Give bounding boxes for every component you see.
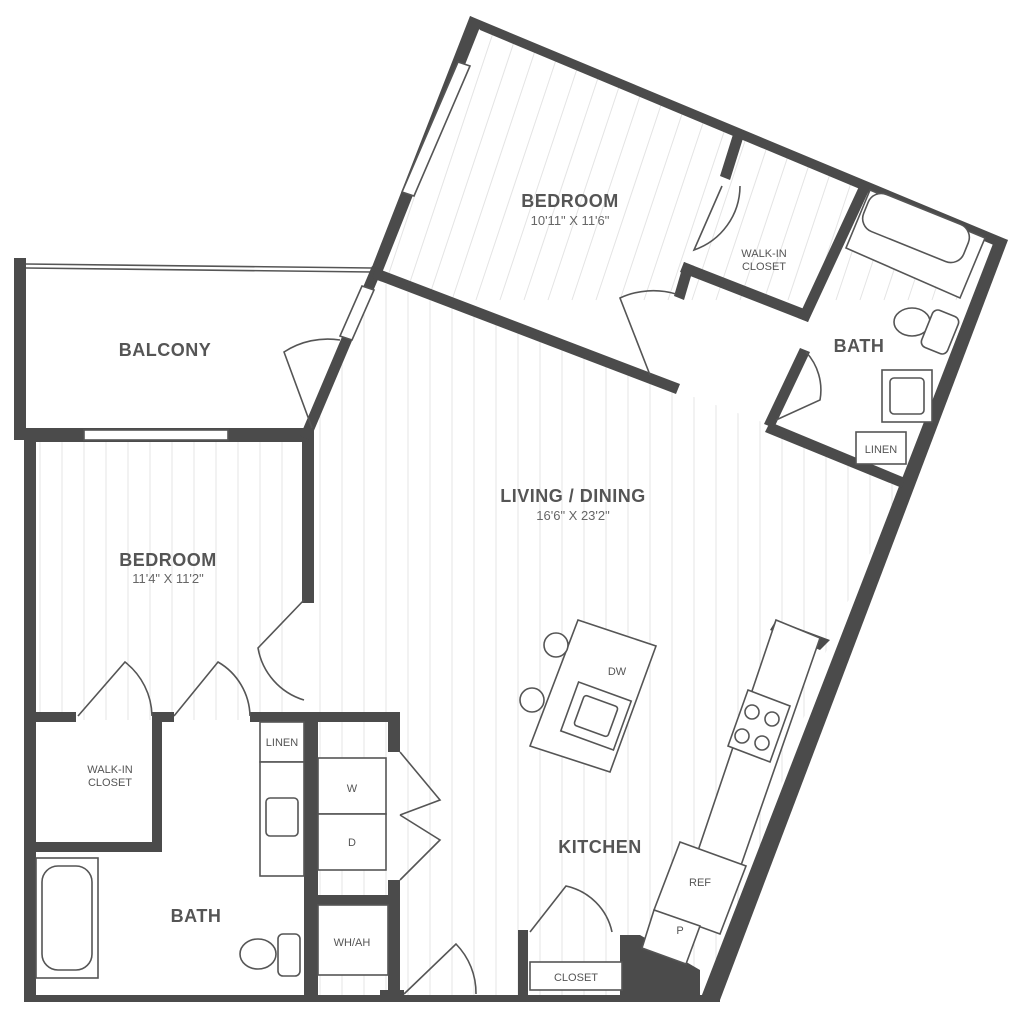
floor-plank-line (378, 28, 385, 301)
floor-plank-line (378, 28, 409, 301)
water-heater-label: WH/AH (334, 937, 371, 949)
walkin-upper-label-1: WALK-IN (741, 248, 786, 260)
floor-plank-line (212, 0, 312, 300)
floor-plank-line (188, 0, 288, 300)
floor-plank-line (427, 28, 529, 301)
dishwasher-label: DW (608, 666, 627, 678)
fixture-labels: WALK-IN CLOSET WALK-IN CLOSET LINEN LINE… (87, 248, 897, 984)
kitchen-label: KITCHEN (558, 837, 642, 857)
windows (83, 61, 472, 441)
dryer-label: D (348, 837, 356, 849)
balcony-label: BALCONY (119, 340, 212, 360)
bath-right-label: BATH (834, 336, 885, 356)
walkin-upper-label-2: CLOSET (742, 261, 786, 273)
linen-left-label: LINEN (266, 737, 298, 749)
linen-right-label: LINEN (865, 444, 897, 456)
floor-plank-line (619, 28, 721, 301)
walkin-left-label-2: CLOSET (88, 777, 132, 789)
bedroom-left-label: BEDROOM (119, 550, 217, 570)
closet-label: CLOSET (554, 972, 598, 984)
bedroom-upper-label: BEDROOM (521, 191, 619, 211)
floor-plank-line (403, 28, 505, 301)
refrigerator-label: REF (689, 877, 711, 889)
floor-plank-line (164, 0, 264, 300)
floor-plank-line (1004, 0, 1024, 300)
fixtures (35, 188, 987, 991)
floor-plank-line (595, 28, 697, 301)
bedroom-left-dims: 11'4" X 11'2" (132, 571, 204, 586)
floor-plank-line (140, 0, 240, 300)
bedroom-upper-dims: 10'11" X 11'6" (531, 213, 610, 228)
bath-left-label: BATH (171, 906, 222, 926)
living-dining-dims: 16'6" X 23'2" (536, 508, 610, 523)
floor-plank-line (236, 0, 336, 300)
floor-plank-line (260, 0, 360, 300)
walkin-left-label-1: WALK-IN (87, 764, 132, 776)
balcony-area (14, 258, 373, 440)
floor-plank-line (378, 28, 457, 301)
living-dining-label: LIVING / DINING (500, 486, 646, 506)
floor-plank-line (547, 28, 649, 301)
pantry-label: P (676, 925, 683, 937)
floor-plank-line (499, 28, 601, 301)
room-labels: BALCONY BEDROOM 10'11" X 11'6" BEDROOM 1… (119, 191, 885, 926)
floor-plank-line (571, 28, 673, 301)
washer-label: W (347, 783, 358, 795)
doors (77, 185, 822, 995)
